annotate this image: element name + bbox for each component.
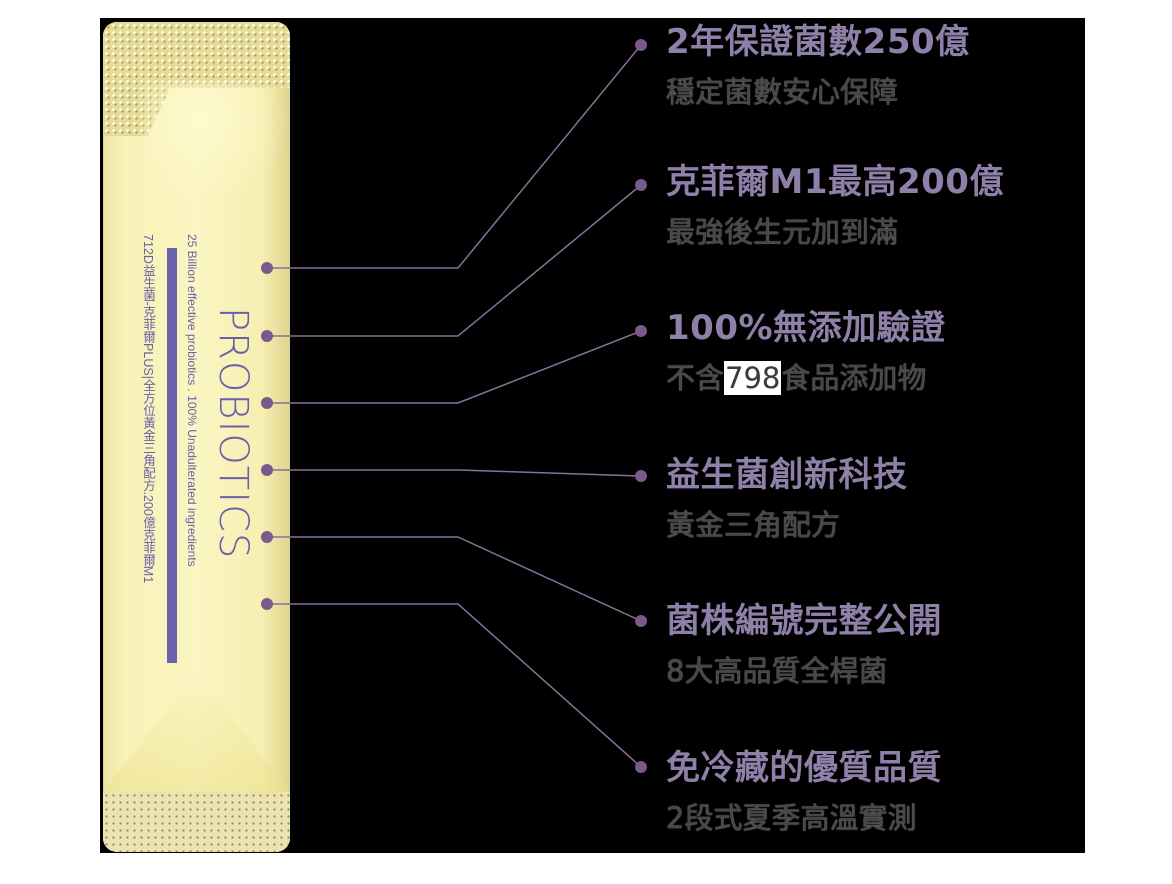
subtitle-text: 8大高品質全桿菌 (666, 654, 888, 688)
feature-6: 免冷藏的優質品質 2段式夏季高溫實測 (666, 748, 942, 836)
subtitle-text: 不含 (666, 361, 725, 395)
feature-1: 2年保證菌數250億 穩定菌數安心保障 (666, 22, 970, 110)
feature-subtitle: 2段式夏季高溫實測 (666, 800, 942, 836)
feature-title: 免冷藏的優質品質 (666, 748, 942, 788)
subtitle-text: 黃金三角配方 (666, 508, 841, 542)
packet-bottom-shade (103, 672, 290, 792)
feature-subtitle: 最強後生元加到滿 (666, 214, 1004, 250)
feature-subtitle: 穩定菌數安心保障 (666, 74, 970, 110)
feature-title: 益生菌創新科技 (666, 455, 908, 495)
subtitle-text: 2段式夏季高溫實測 (666, 801, 917, 835)
feature-2: 克菲爾M1最高200億 最強後生元加到滿 (666, 162, 1004, 250)
packet-tagline-zh: 712D益生菌-克菲爾PLUS|全方位黃金三角配方.200億克菲爾M1 (141, 234, 155, 584)
packet-highlight (143, 82, 290, 202)
feature-title: 2年保證菌數250億 (666, 22, 970, 62)
subtitle-highlight: 798 (724, 361, 782, 395)
feature-title: 克菲爾M1最高200億 (666, 162, 1004, 202)
packet-tagline-en: 25 Billion effective probiotics . 100% U… (185, 234, 199, 567)
feature-subtitle: 黃金三角配方 (666, 507, 908, 543)
feature-subtitle: 8大高品質全桿菌 (666, 653, 942, 689)
subtitle-text: 食品添加物 (781, 361, 927, 395)
feature-subtitle: 不含798食品添加物 (666, 360, 946, 396)
feature-title: 100%無添加驗證 (666, 308, 946, 348)
feature-5: 菌株編號完整公開 8大高品質全桿菌 (666, 601, 942, 689)
product-stage: 712D益生菌-克菲爾PLUS|全方位黃金三角配方.200億克菲爾M1 25 B… (100, 18, 1085, 853)
packet-brand: PROBIOTICS (210, 307, 256, 560)
feature-3: 100%無添加驗證 不含798食品添加物 (666, 308, 946, 396)
feature-title: 菌株編號完整公開 (666, 601, 942, 641)
packet-bottom-seal (103, 792, 290, 852)
packet-top-seal (103, 22, 290, 136)
subtitle-text: 穩定菌數安心保障 (666, 75, 899, 109)
packet-accent-bar (167, 248, 177, 663)
subtitle-text: 最強後生元加到滿 (666, 215, 899, 249)
feature-4: 益生菌創新科技 黃金三角配方 (666, 455, 908, 543)
probiotic-packet: 712D益生菌-克菲爾PLUS|全方位黃金三角配方.200億克菲爾M1 25 B… (103, 22, 290, 852)
